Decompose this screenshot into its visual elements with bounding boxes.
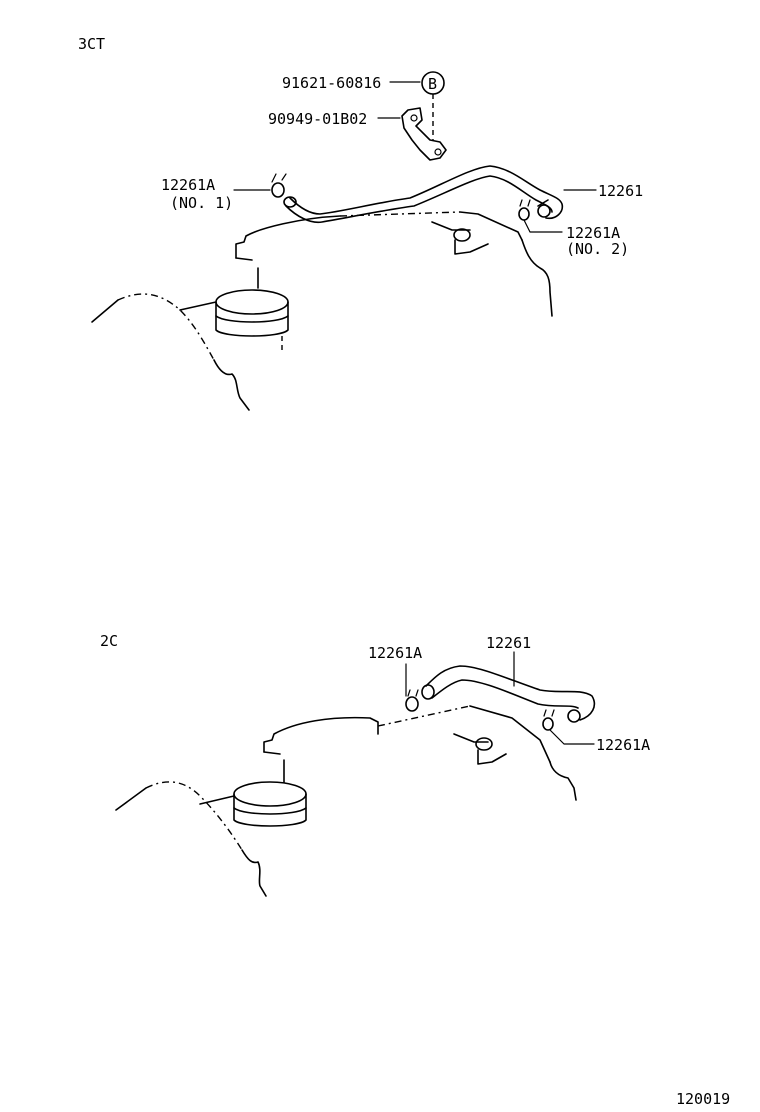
callout-hose: 12261	[598, 182, 643, 200]
callout-bolt: 91621-60816	[282, 74, 381, 92]
diagram-id: 120019	[676, 1090, 730, 1108]
section-3ct: 3CT	[78, 35, 643, 411]
variant-label-2c: 2C	[100, 632, 118, 650]
clamp-no2-3ct	[518, 199, 531, 221]
callout-clamp-2: 12261A	[566, 224, 620, 242]
clamp-right-2c	[542, 709, 555, 731]
leader-clamp-2	[523, 219, 563, 233]
callout-clamp-right-2c: 12261A	[596, 736, 650, 754]
callout-bracket: 90949-01B02	[268, 110, 367, 128]
callout-clamp-1-sub: (NO. 1)	[170, 194, 233, 212]
clamp-left-2c	[405, 689, 419, 712]
clamp-no1-3ct	[271, 173, 287, 198]
callout-clamp-2-sub: (NO. 2)	[566, 240, 629, 258]
engine-outline-2c	[115, 705, 577, 897]
engine-outline-3ct	[91, 211, 553, 411]
breather-hose-3ct	[283, 165, 564, 224]
bracket-3ct	[401, 107, 447, 161]
circle-letter-b-icon: B	[421, 71, 445, 95]
section-2c: 2C	[100, 632, 650, 897]
callout-clamp-1: 12261A	[161, 176, 215, 194]
breather-hose-2c	[421, 665, 596, 723]
callout-hose-2c: 12261	[486, 634, 531, 652]
bolt-marker-letter: B	[428, 75, 437, 93]
callout-clamp-left-2c: 12261A	[368, 644, 422, 662]
variant-label-3ct: 3CT	[78, 35, 105, 53]
leader-clamp-right	[549, 729, 595, 745]
